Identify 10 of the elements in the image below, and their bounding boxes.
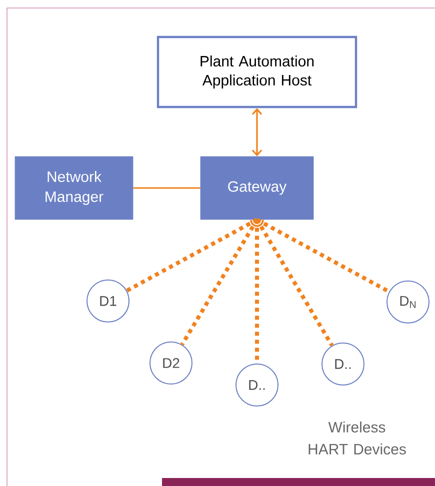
host-box: Plant Automation Application Host xyxy=(156,36,358,108)
connector xyxy=(255,218,334,347)
connector xyxy=(133,187,200,189)
connector xyxy=(126,218,258,292)
process-box: Gateway xyxy=(200,156,314,220)
connector xyxy=(252,108,262,156)
process-box: Network Manager xyxy=(14,156,134,220)
connector xyxy=(256,218,390,294)
group-label: Wireless HART Devices xyxy=(308,422,406,454)
connector xyxy=(180,218,259,346)
